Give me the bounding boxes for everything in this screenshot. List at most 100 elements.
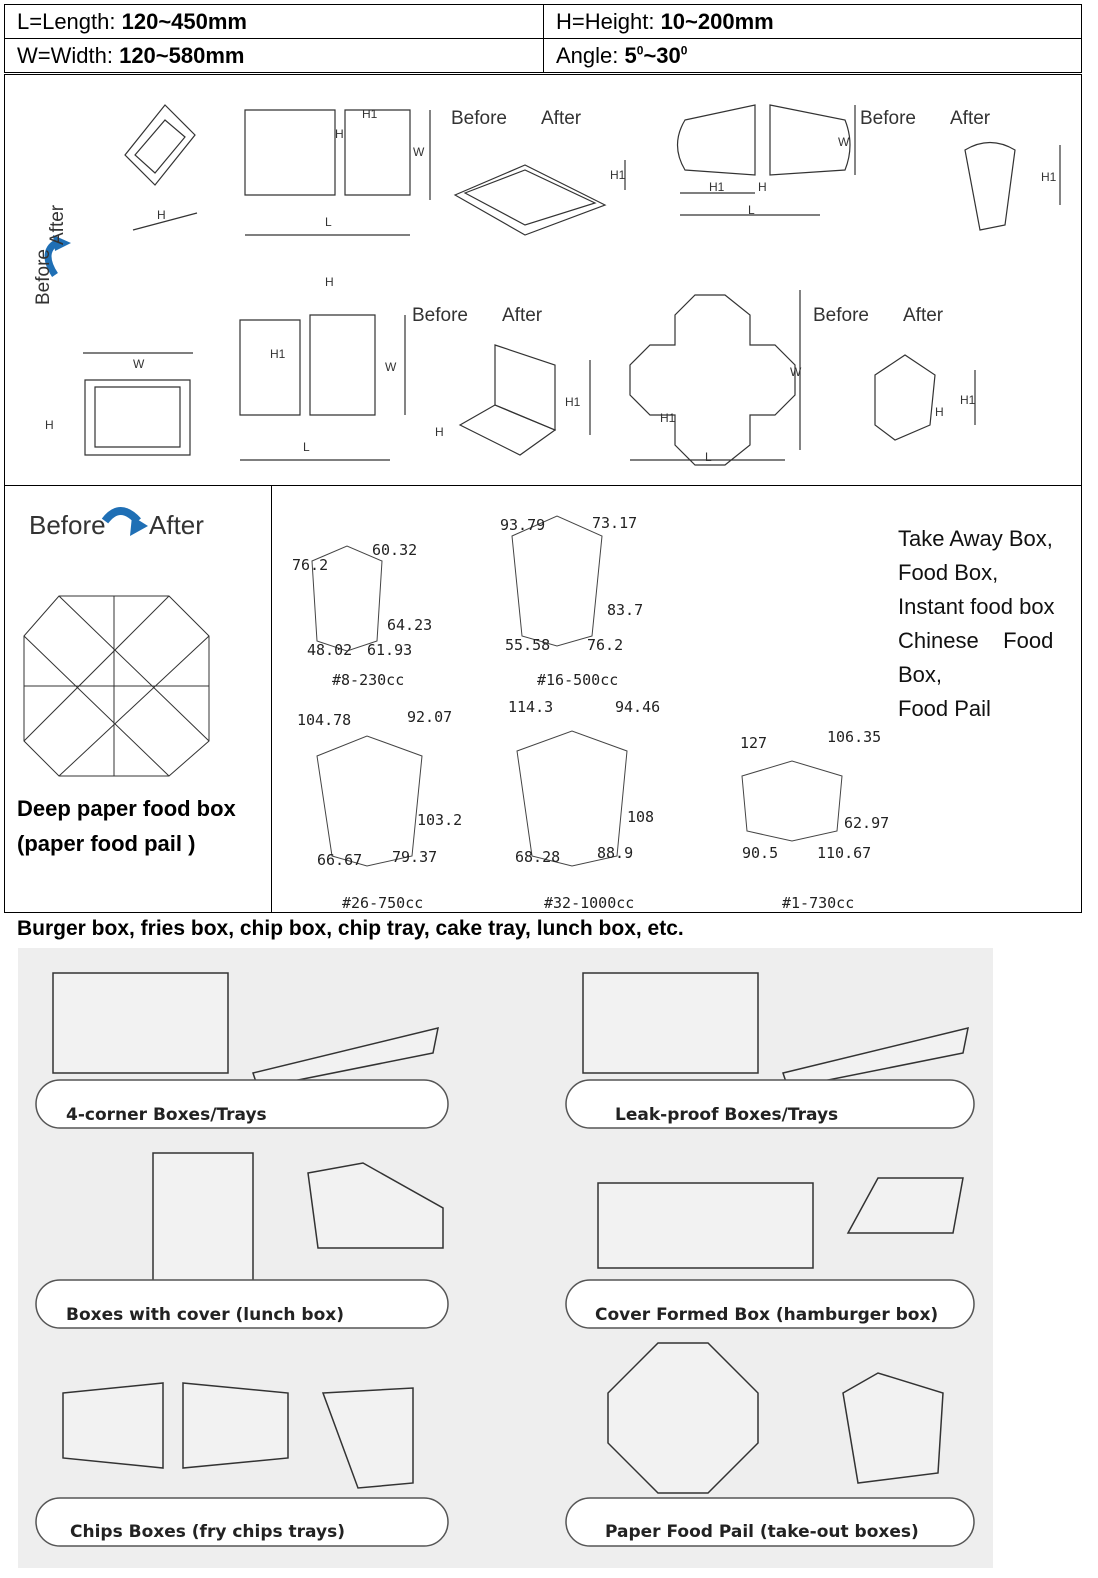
- dim-label: 73.17: [592, 514, 638, 532]
- chips-tray-diagram: [676, 104, 1061, 231]
- list-item: Food Pail: [898, 696, 991, 721]
- size-tag-1000cc: #32-1000cc: [544, 894, 635, 912]
- dim-H-5: H: [325, 275, 334, 289]
- label-hamburger-box: Cover Formed Box (hamburger box): [595, 1305, 938, 1325]
- dim-label: 127: [740, 734, 768, 752]
- before-label-pail: Before: [29, 510, 106, 540]
- before-label-1: Before: [451, 108, 507, 129]
- dim-label: 76.2: [292, 556, 329, 574]
- dim-L-2: L: [748, 203, 755, 217]
- dim-H-2: H: [335, 127, 344, 141]
- label-chips-boxes: Chips Boxes (fry chips trays): [70, 1522, 345, 1542]
- catalog-drawings: 4-corner Boxes/Trays Leak-proof Boxes/Tr…: [35, 972, 975, 1547]
- dim-label: 103.2: [417, 811, 463, 829]
- dim-label: 110.67: [817, 844, 872, 862]
- dim-label: 60.32: [372, 541, 418, 559]
- dim-label: 66.67: [317, 851, 363, 869]
- dim-label: 68.28: [515, 848, 561, 866]
- label-4-corner: 4-corner Boxes/Trays: [66, 1105, 267, 1125]
- dim-label: 62.97: [844, 814, 890, 832]
- height-spec: H=Height: 10~200mm: [543, 4, 1082, 39]
- dim-L-3: L: [303, 440, 310, 454]
- lunch-box-diagram: [83, 314, 591, 461]
- dim-H1-2: H1: [610, 168, 626, 182]
- after-label-vertical: After: [47, 204, 68, 245]
- label-lunch-box: Boxes with cover (lunch box): [66, 1305, 344, 1325]
- dim-H-7: H: [935, 405, 944, 419]
- after-label-2: After: [950, 108, 991, 129]
- pail-730cc: [741, 760, 843, 842]
- dim-label: 106.35: [827, 728, 882, 746]
- pail-left-cell: Before After Deep paper food box (paper …: [4, 485, 272, 913]
- list-item: Take Away Box,: [898, 526, 1053, 551]
- before-label-2: Before: [860, 108, 916, 129]
- after-label-1: After: [541, 108, 582, 129]
- size-tag-750cc: #26-750cc: [342, 894, 424, 912]
- pail-size-drawings: [311, 515, 843, 867]
- dim-H1-7: H1: [660, 411, 676, 425]
- dim-label: 64.23: [387, 616, 433, 634]
- pail-caption: Deep paper food box (paper food pail ): [17, 796, 236, 856]
- dim-H-3: H: [758, 180, 767, 194]
- list-item: Food Box,: [898, 560, 999, 585]
- dim-label: 55.58: [505, 636, 551, 654]
- dim-H1-8: H1: [960, 393, 976, 407]
- dim-H-1: H: [157, 208, 166, 222]
- length-spec: L=Length: 120~450mm: [4, 4, 544, 39]
- before-label-vertical: Before: [33, 249, 54, 305]
- after-label-4: After: [903, 305, 944, 326]
- dim-H1-6: H1: [565, 395, 581, 409]
- dim-W-5: W: [790, 365, 802, 379]
- list-item: Box,: [898, 662, 943, 687]
- size-tag-500cc: #16-500cc: [537, 671, 619, 689]
- width-spec: W=Width: 120~580mm: [4, 38, 544, 73]
- dim-label: 88.9: [597, 844, 634, 862]
- dim-label: 108: [627, 808, 655, 826]
- pail-500cc: [511, 515, 603, 647]
- dim-label: 79.37: [392, 848, 438, 866]
- before-label-3: Before: [412, 305, 468, 326]
- dim-H1-5: H1: [270, 347, 286, 361]
- dim-H-6: H: [435, 425, 444, 439]
- label-food-pail: Paper Food Pail (take-out boxes): [605, 1522, 919, 1542]
- dim-label: 93.79: [500, 516, 546, 534]
- size-tag-730cc: #1-730cc: [782, 894, 855, 912]
- list-item: Chinese Food: [898, 628, 1054, 653]
- dim-label: 48.02: [307, 641, 353, 659]
- before-after-vertical: [44, 235, 71, 277]
- dim-W-4: W: [385, 360, 397, 374]
- pail-230cc: [311, 545, 383, 652]
- dim-label: 83.7: [607, 601, 644, 619]
- box-line-drawings: [44, 104, 1061, 466]
- dim-W-1: W: [133, 357, 145, 371]
- dim-L-4: L: [705, 450, 712, 464]
- pail-sizes-cell: 76.2 60.32 64.23 48.02 61.93 #8-230cc 93…: [271, 485, 1082, 913]
- food-pail-diagram: [629, 290, 976, 466]
- tray-diagram-1: [124, 104, 626, 236]
- after-label-3: After: [502, 305, 543, 326]
- size-tag-230cc: #8-230cc: [332, 671, 405, 689]
- dim-label: 76.2: [587, 636, 624, 654]
- before-label-4: Before: [813, 305, 869, 326]
- label-leak-proof: Leak-proof Boxes/Trays: [615, 1105, 838, 1125]
- box-types-diagram-panel: Before After Before After Before After B…: [4, 74, 1082, 486]
- dim-label: 90.5: [742, 844, 779, 862]
- dim-L-1: L: [325, 215, 332, 229]
- pail-750cc: [316, 735, 423, 867]
- list-item: Instant food box: [898, 594, 1055, 619]
- dim-label: 94.46: [615, 698, 661, 716]
- dim-label: 92.07: [407, 708, 453, 726]
- bottom-heading: Burger box, fries box, chip box, chip tr…: [17, 917, 684, 940]
- dim-H1-1: H1: [362, 107, 378, 121]
- dim-H-4: H: [45, 418, 54, 432]
- dim-label: 61.93: [367, 641, 413, 659]
- food-box-types-list: Take Away Box, Food Box, Instant food bo…: [898, 522, 1073, 726]
- after-label-pail: After: [149, 510, 204, 540]
- box-types-catalog: 4-corner Boxes/Trays Leak-proof Boxes/Tr…: [18, 948, 993, 1568]
- dim-label: 114.3: [508, 698, 554, 716]
- spec-table: L=Length: 120~450mm H=Height: 10~200mm W…: [4, 4, 1082, 73]
- dim-label: 104.78: [297, 711, 352, 729]
- pail-1000cc: [516, 730, 628, 867]
- angle-spec: Angle: 50~300: [543, 38, 1082, 73]
- dim-W-2: W: [413, 145, 425, 159]
